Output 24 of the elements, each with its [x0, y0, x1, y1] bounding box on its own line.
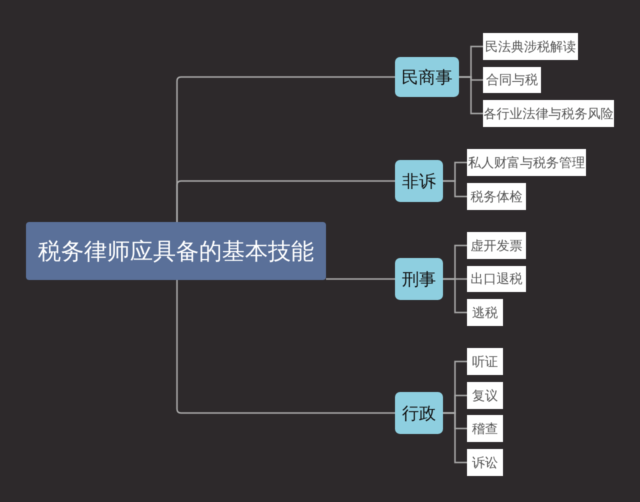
connector — [176, 180, 395, 222]
category-box: 非诉 — [395, 160, 443, 202]
subtopic-box: 复议 — [467, 382, 503, 409]
subtopic-box: 私人财富与税务管理 — [467, 149, 586, 176]
connector — [443, 278, 467, 314]
connector — [443, 412, 467, 464]
subtopic-box: 稽查 — [467, 415, 503, 442]
subtopic-box: 民法典涉税解读 — [483, 33, 578, 60]
connector — [443, 180, 467, 198]
subtopic-box: 虚开发票 — [467, 232, 526, 259]
subtopic-box: 诉讼 — [467, 449, 503, 476]
category-box: 刑事 — [395, 258, 443, 300]
category-box: 行政 — [395, 392, 443, 434]
subtopic-box: 各行业法律与税务风险 — [483, 100, 614, 127]
subtopic-box: 出口退税 — [467, 266, 526, 292]
connector — [176, 280, 395, 414]
subtopic-box: 合同与税 — [483, 67, 541, 93]
topic-box: 税务律师应具备的基本技能 — [26, 222, 326, 280]
category-box: 民商事 — [395, 57, 459, 97]
connector — [459, 76, 483, 114]
connector — [326, 278, 395, 280]
subtopic-box: 逃税 — [467, 299, 503, 326]
subtopic-box: 听证 — [467, 348, 503, 375]
subtopic-box: 税务体检 — [467, 183, 526, 210]
